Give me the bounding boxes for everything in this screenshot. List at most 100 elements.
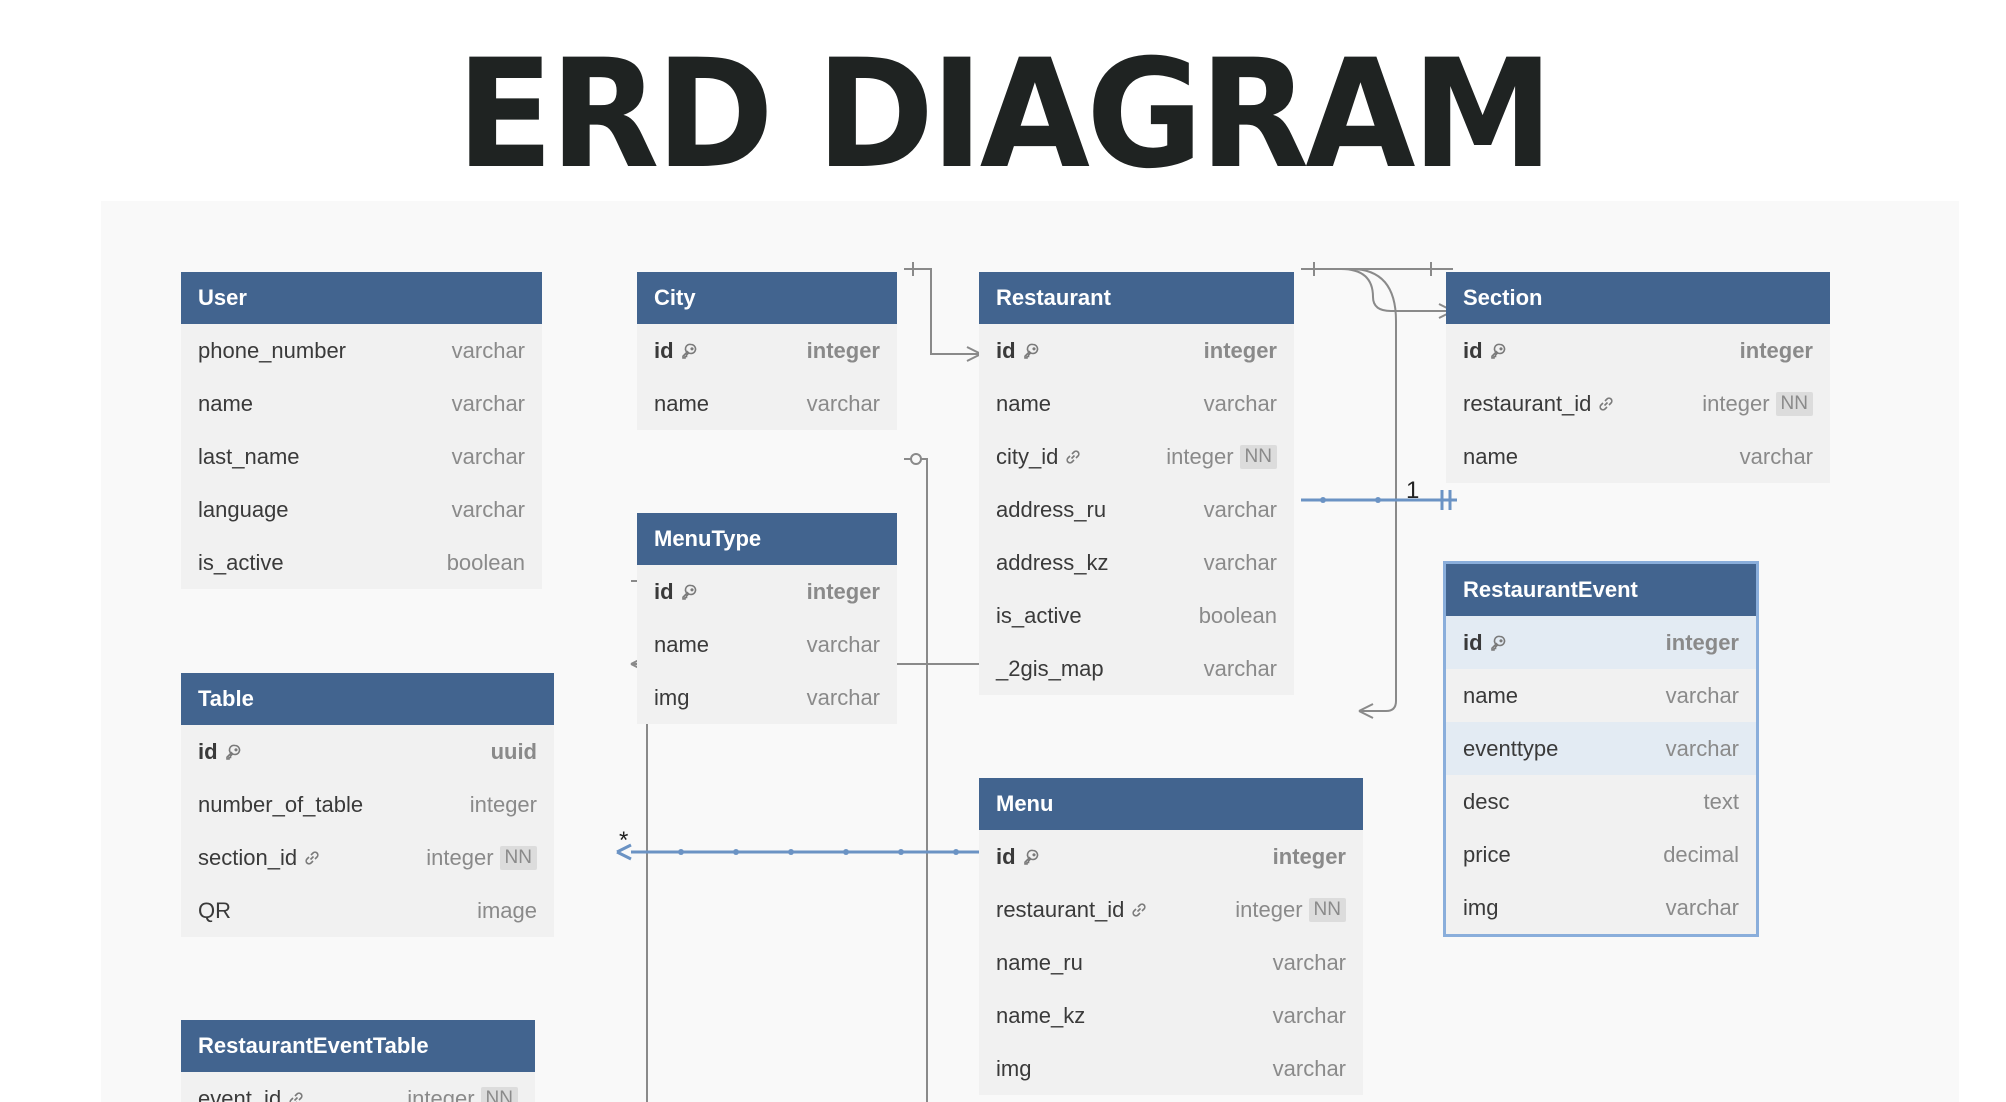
field-name-cell: name_ru <box>996 950 1273 976</box>
field-name: id <box>198 738 218 764</box>
field-name: is_active <box>198 549 284 575</box>
field-name: QR <box>198 897 231 923</box>
edge-city-restaurant <box>904 268 981 355</box>
field-name: city_id <box>996 443 1059 469</box>
field-type-cell: boolean <box>447 550 525 576</box>
field-type-cell: varchar <box>452 338 525 364</box>
table-header[interactable]: Menu <box>979 778 1363 830</box>
edge-menutype-menu <box>904 458 928 1102</box>
field-name: name <box>654 631 710 657</box>
field-name: desc <box>1463 788 1510 814</box>
field-type: varchar <box>806 684 880 710</box>
field-type: integer <box>1702 390 1770 416</box>
field-type: varchar <box>1272 1002 1346 1028</box>
table-header[interactable]: Table <box>181 673 554 725</box>
table-header[interactable]: Section <box>1446 272 1830 324</box>
link-icon <box>1132 902 1147 917</box>
field-type: varchar <box>451 390 525 416</box>
field-type: uuid <box>490 738 537 764</box>
table-header[interactable]: RestaurantEvent <box>1446 564 1756 616</box>
field-type: integer <box>1739 337 1813 363</box>
field-type-cell: varchar <box>452 444 525 470</box>
field-type-cell: integer <box>807 579 880 605</box>
field-name-cell: img <box>1463 895 1666 921</box>
field-name-cell: id <box>1463 630 1666 656</box>
field-type: varchar <box>1665 682 1739 708</box>
field-type: varchar <box>451 443 525 469</box>
table-header[interactable]: User <box>181 272 542 324</box>
field-name: price <box>1463 841 1511 867</box>
key-icon <box>1490 635 1505 651</box>
table-header[interactable]: MenuType <box>637 513 897 565</box>
field-type: integer <box>1166 443 1234 469</box>
field-type: varchar <box>1665 894 1739 920</box>
field-name-cell: id <box>1463 338 1740 364</box>
field-name-cell: restaurant_id <box>1463 391 1702 417</box>
field-type: varchar <box>806 390 880 416</box>
table-header[interactable]: Restaurant <box>979 272 1294 324</box>
diagram-title: ERD DIAGRAM <box>456 28 1553 202</box>
edge-eventtable-many-mark <box>616 843 632 861</box>
field-name-cell: id <box>198 739 491 765</box>
table-header[interactable]: RestaurantEventTable <box>181 1020 535 1072</box>
field-name-cell: desc <box>1463 789 1704 815</box>
field-type-cell: integer <box>1204 338 1277 364</box>
table-header[interactable]: City <box>637 272 897 324</box>
field-row[interactable]: is_active boolean <box>181 536 542 589</box>
field-name-cell: img <box>654 685 807 711</box>
field-type-cell: integer <box>1666 630 1739 656</box>
field-type: integer <box>806 337 880 363</box>
field-row[interactable]: id uuid <box>181 725 554 778</box>
link-icon <box>305 850 319 865</box>
field-name: event_id <box>198 1085 282 1102</box>
field-type: integer <box>426 844 494 870</box>
key-icon <box>1023 849 1038 865</box>
field-type: integer <box>1235 896 1303 922</box>
